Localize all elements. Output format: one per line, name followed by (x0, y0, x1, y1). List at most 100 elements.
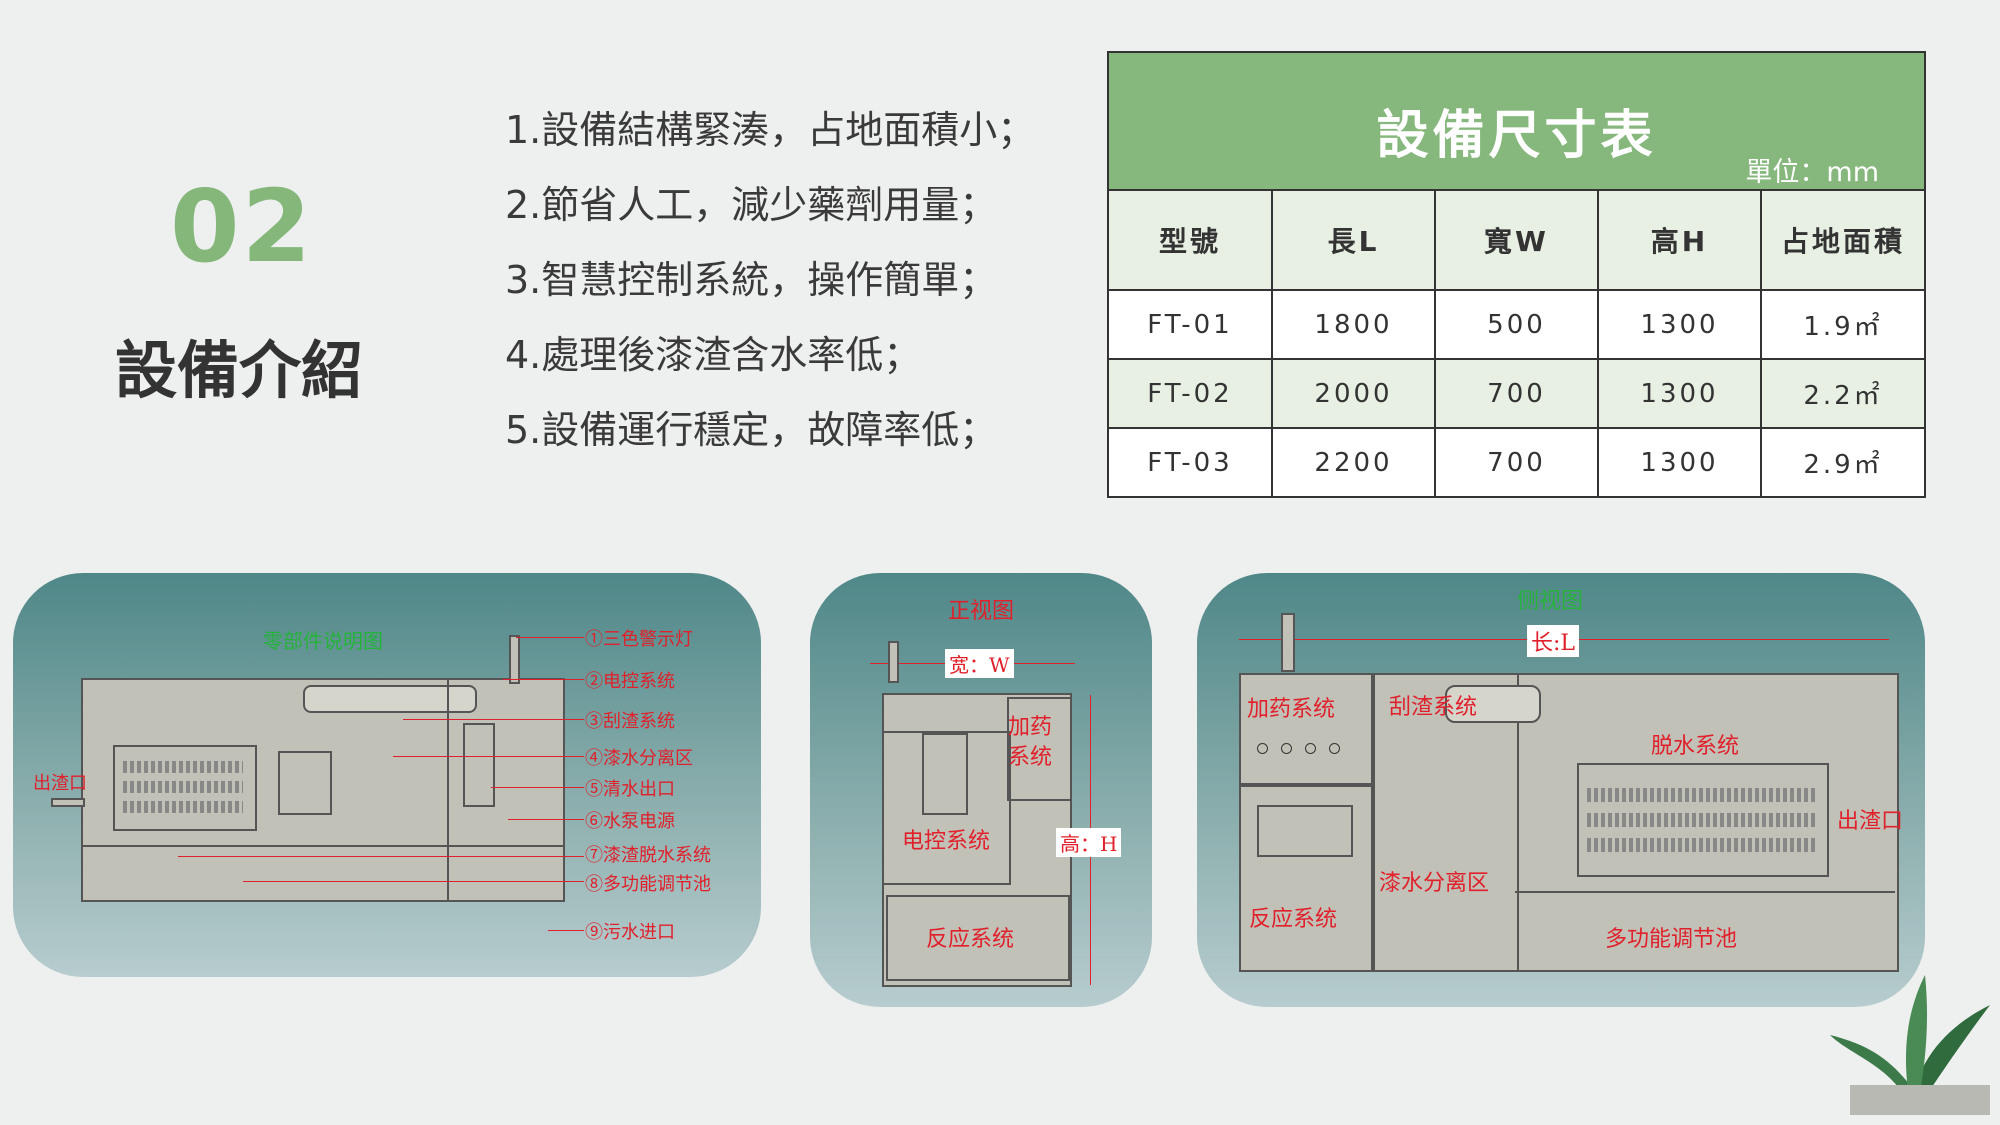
feature-item: 2.節省人工，減少藥劑用量； (505, 183, 998, 227)
component-label: ④漆水分离区 (585, 748, 693, 769)
access-door (278, 751, 332, 815)
outlet-label: 出渣口 (1837, 809, 1904, 834)
leader-line (508, 819, 584, 820)
feature-item: 4.處理後漆渣含水率低； (505, 333, 922, 377)
column-header: 長L (1271, 191, 1436, 291)
spec-table: 設備尺寸表 單位：mm 型號 長L 寬W 高H 占地面積 FT-01 1800 … (1107, 51, 1926, 498)
component-label: ⑨污水进口 (585, 922, 675, 943)
table-row: FT-03 2200 700 1300 2.9㎡ (1109, 427, 1924, 496)
dosing-box (1007, 697, 1072, 801)
feature-item: 1.設備結構緊湊，占地面積小； (505, 108, 1036, 152)
front-view-title: 正视图 (948, 599, 1015, 624)
separation-section (1371, 673, 1519, 972)
reaction-section (1239, 783, 1375, 972)
component-label: ⑤清水出口 (585, 779, 675, 800)
table-cell: 700 (1434, 358, 1599, 429)
side-view-panel: 侧视图 长:L 加药系统 刮渣系统 脱水系统 漆水分离区 反应系统 多功能调节池… (1197, 573, 1925, 1007)
component-label: ③刮渣系统 (585, 711, 675, 732)
nameplate (303, 685, 477, 713)
base-line (81, 845, 563, 847)
width-label: 宽：W (945, 649, 1014, 678)
table-header-row: 型號 長L 寬W 高H 占地面積 (1109, 191, 1924, 291)
table-cell: 1300 (1597, 289, 1762, 360)
table-cell: 2.9㎡ (1760, 427, 1924, 496)
control-window (463, 723, 495, 807)
column-header: 占地面積 (1760, 191, 1924, 291)
table-cell: FT-03 (1109, 427, 1273, 496)
vent-grille (123, 781, 243, 793)
control-label: 电控系统 (902, 829, 991, 854)
vent-grille (123, 761, 243, 773)
valve-icon (1281, 743, 1292, 754)
table-cell: 1.9㎡ (1760, 289, 1924, 360)
dewater-label: 脱水系统 (1651, 734, 1740, 759)
table-cell: 700 (1434, 427, 1599, 496)
section-number: 02 (170, 168, 314, 285)
table-cell: 2200 (1271, 427, 1436, 496)
leader-line (178, 856, 584, 857)
reaction-label: 反应系统 (1249, 907, 1338, 932)
leader-line (393, 756, 584, 757)
leader-line (243, 881, 584, 882)
vent-panel (113, 745, 257, 831)
leader-line (491, 787, 584, 788)
divider-line (447, 678, 449, 900)
plant-decoration (1830, 975, 1990, 1115)
dosing-label: 加药系统 (1008, 715, 1053, 770)
component-diagram-title: 零部件说明图 (263, 629, 383, 653)
dewater-window (1577, 763, 1829, 877)
height-label: 高：H (1056, 828, 1122, 857)
table-cell: 2000 (1271, 358, 1436, 429)
table-cell: 1300 (1597, 358, 1762, 429)
separation-label: 漆水分离区 (1379, 871, 1490, 896)
column-header: 型號 (1109, 191, 1273, 291)
component-label: ⑦漆渣脱水系统 (585, 845, 711, 866)
leader-line (516, 637, 584, 638)
vent-grille (123, 801, 243, 813)
component-label: ⑧多功能调节池 (585, 874, 711, 895)
table-cell: FT-01 (1109, 289, 1273, 360)
component-diagram-panel: 零部件说明图 出渣口 ①三色警示灯 ②电控系统 ③刮渣系统 ④漆水分离区 ⑤清水… (13, 573, 761, 977)
nameplate (1445, 685, 1541, 723)
front-view-panel: 正视图 宽：W 加药系统 电控系统 高：H 反应系统 (810, 573, 1152, 1007)
section-title: 設備介紹 (115, 334, 364, 407)
vent-grille (1587, 788, 1815, 802)
column-header: 寬W (1434, 191, 1599, 291)
dosing-label: 加药系统 (1247, 697, 1336, 722)
warning-light-icon (1281, 613, 1295, 672)
outlet-label: 出渣口 (33, 773, 87, 794)
reaction-label: 反应系统 (926, 927, 1015, 952)
feature-list: 1.設備結構緊湊，占地面積小； 2.節省人工，減少藥劑用量； 3.智慧控制系統，… (505, 100, 1035, 475)
feature-item: 3.智慧控制系統，操作簡單； (505, 258, 998, 302)
valve-icon (1305, 743, 1316, 754)
warning-light-icon (509, 635, 520, 684)
warning-light-icon (888, 641, 899, 683)
control-cabinet (882, 731, 1011, 885)
column-header: 高H (1597, 191, 1762, 291)
table-cell: FT-02 (1109, 358, 1273, 429)
leader-line (548, 930, 584, 931)
table-cell: 2.2㎡ (1760, 358, 1924, 429)
vent-grille (1587, 838, 1815, 852)
valve-icon (1329, 743, 1340, 754)
spec-table-header: 設備尺寸表 單位：mm (1109, 53, 1924, 191)
spec-table-unit: 單位：mm (1745, 157, 1879, 188)
table-cell: 500 (1434, 289, 1599, 360)
scraper-label: 刮渣系统 (1389, 695, 1478, 720)
component-label: ⑥水泵电源 (585, 811, 675, 832)
pool-label: 多功能调节池 (1605, 927, 1738, 952)
table-cell: 1800 (1271, 289, 1436, 360)
leader-line (503, 679, 584, 680)
component-label: ①三色警示灯 (585, 629, 693, 650)
length-label: 长:L (1527, 625, 1580, 657)
pool-line (1515, 891, 1895, 893)
outlet-pipe (51, 798, 85, 807)
side-view-title: 侧视图 (1517, 589, 1584, 614)
reaction-door (1257, 805, 1353, 857)
table-cell: 1300 (1597, 427, 1762, 496)
spec-table-title: 設備尺寸表 (1376, 106, 1657, 166)
table-row: FT-02 2000 700 1300 2.2㎡ (1109, 358, 1924, 429)
vent-grille (1587, 813, 1815, 827)
dosing-section (1239, 673, 1375, 787)
component-label: ②电控系统 (585, 671, 675, 692)
